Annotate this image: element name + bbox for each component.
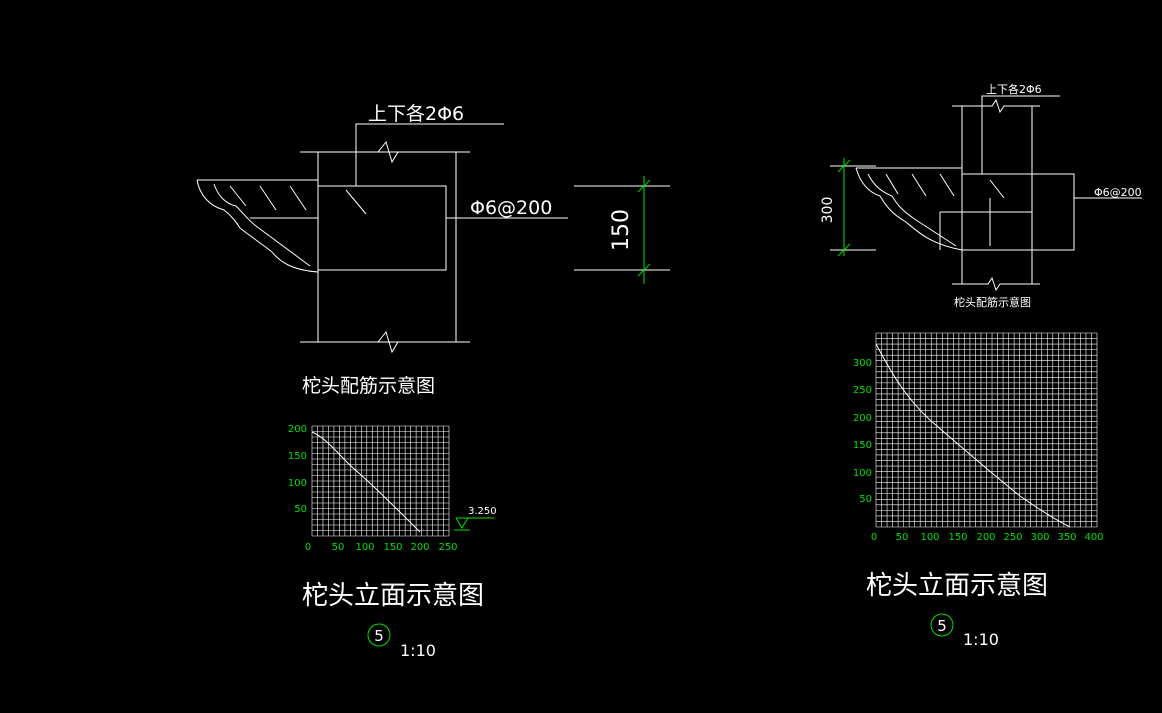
right-elevation-grid bbox=[875, 332, 1098, 528]
left-xtick: 150 bbox=[383, 542, 402, 553]
right-ytick: 150 bbox=[853, 440, 872, 451]
right-xtick: 100 bbox=[920, 532, 939, 543]
right-title-elevation: 柁头立面示意图 bbox=[866, 571, 1048, 601]
left-reinforcement-detail: 上下各2Φ6 Φ6@200 150 柁头配筋示意图 bbox=[196, 103, 670, 397]
grid-profile-curve bbox=[875, 343, 1071, 528]
right-xtick: 50 bbox=[896, 532, 909, 543]
left-xtick: 50 bbox=[332, 542, 345, 553]
right-ytick: 250 bbox=[853, 385, 872, 396]
left-xtick: 0 bbox=[305, 542, 311, 553]
left-xtick: 250 bbox=[438, 542, 457, 553]
right-xtick: 150 bbox=[948, 532, 967, 543]
right-stirrup bbox=[989, 179, 1005, 199]
right-stirrup bbox=[911, 173, 927, 197]
left-stirrup bbox=[289, 185, 307, 211]
left-corbel-inner bbox=[213, 183, 311, 267]
dim-tick bbox=[837, 243, 851, 257]
right-ytick: 100 bbox=[853, 468, 872, 479]
left-elevation-grid bbox=[311, 425, 450, 537]
dim-tick bbox=[837, 159, 851, 173]
right-xtick: 350 bbox=[1057, 532, 1076, 543]
left-break-line-bottom bbox=[300, 330, 470, 354]
left-stirrup bbox=[345, 189, 367, 215]
dim-150-label: 150 bbox=[609, 209, 634, 251]
right-break-line-top bbox=[952, 98, 1040, 114]
left-stirrup bbox=[229, 185, 247, 207]
right-xtick: 200 bbox=[976, 532, 995, 543]
left-xtick: 200 bbox=[410, 542, 429, 553]
left-leader-top bbox=[355, 123, 504, 186]
right-title-reinforcement: 柁头配筋示意图 bbox=[954, 295, 1031, 309]
left-corbel-profile bbox=[196, 179, 319, 273]
right-detail-circle bbox=[930, 613, 954, 637]
right-xtick: 400 bbox=[1084, 532, 1103, 543]
left-ytick: 50 bbox=[294, 504, 307, 515]
right-ytick: 200 bbox=[853, 413, 872, 424]
right-xtick: 250 bbox=[1003, 532, 1022, 543]
right-reinforcement-detail: 上下各2Φ6 Φ6@200 300 柁头配筋示意图 bbox=[820, 82, 1142, 309]
right-leader-top bbox=[981, 95, 1060, 174]
right-xtick: 0 bbox=[871, 532, 877, 543]
left-title-elevation: 柁头立面示意图 bbox=[302, 581, 484, 611]
left-xtick: 100 bbox=[355, 542, 374, 553]
left-scale: 1:10 bbox=[400, 641, 436, 660]
right-xtick: 300 bbox=[1030, 532, 1049, 543]
right-stirrup bbox=[939, 173, 955, 197]
right-detail-number: 5 bbox=[937, 617, 947, 635]
elev-mark-triangle bbox=[455, 517, 469, 529]
left-beam-section bbox=[317, 185, 447, 271]
left-ytick: 150 bbox=[288, 451, 307, 462]
left-elevation-mark: 3.250 bbox=[454, 506, 497, 531]
left-stirrup-label: Φ6@200 bbox=[470, 197, 552, 219]
right-grid-y-axis: 300 250 200 150 100 50 bbox=[853, 358, 872, 505]
right-corbel-profile bbox=[855, 167, 963, 251]
right-ytick: 300 bbox=[853, 358, 872, 369]
right-ytick: 50 bbox=[859, 494, 872, 505]
grid-profile-curve bbox=[311, 431, 421, 533]
dim-tick bbox=[637, 263, 651, 277]
dim-tick bbox=[637, 179, 651, 193]
right-stirrup bbox=[885, 173, 899, 195]
left-grid-y-axis: 200 150 100 50 bbox=[288, 424, 307, 515]
right-rebar-top-label: 上下各2Φ6 bbox=[986, 82, 1042, 96]
left-elev-label: 3.250 bbox=[468, 506, 497, 517]
dim-300-label: 300 bbox=[820, 197, 836, 224]
left-title-reinforcement: 柁头配筋示意图 bbox=[302, 375, 435, 397]
left-detail-circle bbox=[367, 623, 391, 647]
left-ytick: 200 bbox=[288, 424, 307, 435]
left-stirrup bbox=[259, 185, 277, 211]
right-grid-x-axis: 0 50 100 150 200 250 300 350 400 bbox=[871, 532, 1104, 543]
right-corbel-inner bbox=[867, 173, 957, 247]
right-break-line-bottom bbox=[952, 276, 1040, 292]
right-scale: 1:10 bbox=[963, 630, 999, 649]
left-break-line-top bbox=[300, 140, 470, 164]
left-ytick: 100 bbox=[288, 478, 307, 489]
left-grid-x-axis: 0 50 100 150 200 250 bbox=[305, 542, 458, 553]
left-rebar-top-label: 上下各2Φ6 bbox=[368, 103, 464, 125]
right-stirrup-label: Φ6@200 bbox=[1094, 186, 1142, 199]
left-detail-number: 5 bbox=[374, 627, 384, 645]
